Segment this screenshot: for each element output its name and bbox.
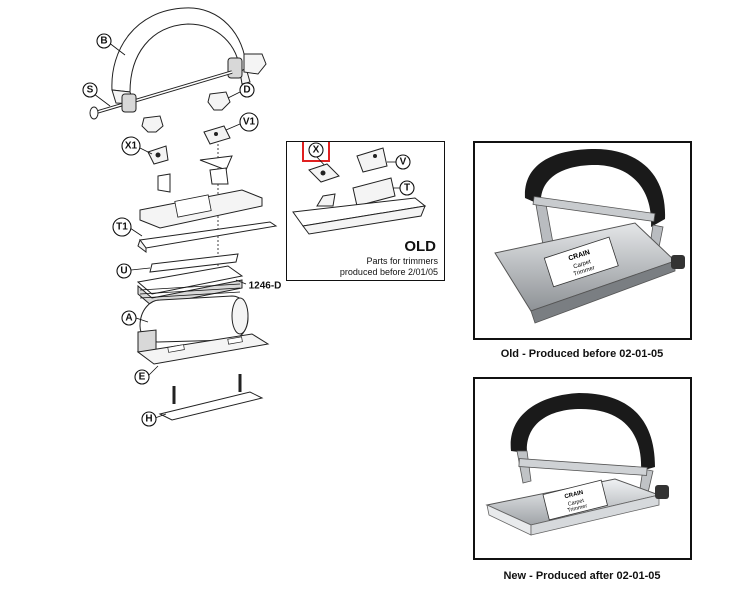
svg-text:T1: T1 [116, 222, 128, 233]
svg-text:1246-D: 1246-D [249, 281, 282, 292]
callout-v1: V1 [225, 112, 259, 132]
part-base-pad [158, 374, 264, 421]
caption-new: New - Produced after 02-01-05 [503, 570, 661, 582]
part-wing-nut [207, 91, 231, 111]
callout-a: A [121, 310, 149, 326]
photo-new-trimmer: CRAIN Carpet Trimmer [473, 377, 692, 560]
callout-t1: T1 [112, 217, 143, 237]
part-clip-v [356, 147, 388, 173]
svg-text:U: U [120, 266, 127, 277]
caption-old: Old - Produced before 02-01-05 [500, 348, 664, 360]
brand-label-new [542, 479, 608, 521]
inset-subtitle-line2: produced before 2/01/05 [339, 267, 438, 277]
svg-text:H: H [145, 414, 152, 425]
part-rod [89, 70, 233, 120]
label-text1-new: Carpet [567, 498, 585, 508]
old-parts-inset: X V T OLD Parts for trimmers produced be… [286, 141, 445, 281]
part-knob [227, 53, 267, 79]
inset-heading: OLD [404, 238, 436, 255]
callout-s: S [82, 82, 111, 107]
svg-text:V1: V1 [243, 117, 256, 128]
svg-text:B: B [100, 36, 107, 47]
part-blade-2 [157, 173, 171, 193]
handle-grip [524, 149, 666, 227]
callout-x1: X1 [121, 136, 153, 156]
part-bottom-plate [136, 333, 270, 365]
part-clip-v1 [203, 125, 231, 145]
brand-text-new: CRAIN [564, 490, 584, 500]
callout-t: T [404, 183, 410, 194]
callout-v: V [400, 157, 407, 168]
label-text2-new: Trimmer [567, 503, 588, 514]
part-roller [137, 295, 249, 353]
callout-u: U [116, 263, 151, 279]
part-clip-x1 [147, 145, 169, 165]
part-blade-3 [209, 167, 229, 185]
part-base-plate [139, 189, 263, 229]
highlight-box [302, 142, 330, 162]
svg-text:X1: X1 [125, 141, 138, 152]
part-blade-1 [199, 155, 233, 171]
part-handle [111, 7, 251, 105]
new-trimmer-illustration: CRAIN Carpet Trimmer [485, 393, 669, 536]
old-trimmer-illustration: CRAIN Carpet Trimmer [494, 149, 685, 324]
callout-b: B [96, 33, 126, 56]
brand-label [543, 236, 619, 288]
label-text1: Carpet [573, 259, 592, 270]
photo-old-trimmer: CRAIN Carpet Trimmer [473, 141, 692, 340]
svg-text:E: E [139, 372, 146, 383]
callout-h: H [141, 411, 167, 427]
svg-text:S: S [87, 85, 94, 96]
svg-text:D: D [243, 85, 250, 96]
part-shim [149, 253, 239, 273]
callout-x: X [313, 145, 320, 156]
callout-e: E [134, 365, 159, 385]
svg-text:A: A [125, 313, 132, 324]
part-wing-nut-left [141, 115, 164, 133]
handle-grip-new [510, 393, 655, 471]
part-guide-rail [137, 221, 278, 253]
old-parts-drawing: X V T [292, 142, 427, 235]
callout-d: D [227, 82, 255, 99]
part-guide-t [352, 177, 396, 207]
callout-1246d: 1246-D [235, 279, 282, 292]
inset-subtitle-line1: Parts for trimmers [366, 256, 438, 266]
